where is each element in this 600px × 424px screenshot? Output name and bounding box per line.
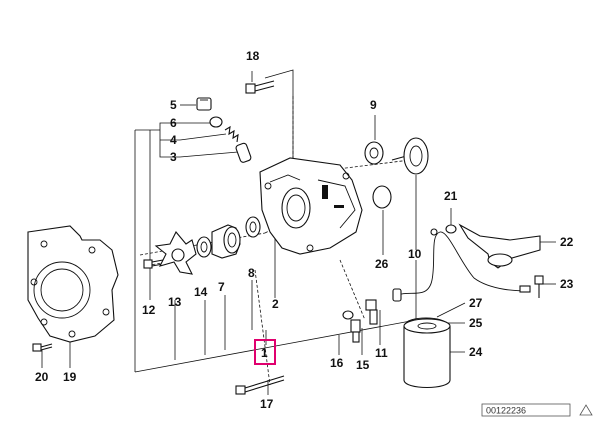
image-code-box	[481, 403, 571, 417]
part-11-plug	[365, 299, 378, 325]
callout-27[interactable]: 27	[469, 296, 483, 310]
part-3-piston	[235, 142, 252, 163]
callout-17[interactable]: 17	[260, 397, 274, 411]
callout-24[interactable]: 24	[469, 345, 483, 359]
callout-19[interactable]: 19	[63, 370, 77, 384]
callout-9[interactable]: 9	[370, 98, 377, 112]
callout-1[interactable]: 1	[261, 346, 268, 360]
part-18-bolt	[245, 80, 275, 94]
callout-21[interactable]: 21	[444, 189, 458, 203]
callout-3[interactable]: 3	[170, 150, 177, 164]
part-2-pump-housing	[259, 157, 363, 255]
callout-16[interactable]: 16	[330, 356, 344, 370]
part-24-oil-filter	[403, 318, 451, 388]
part-4-spring	[224, 125, 239, 143]
callout-1-highlighted[interactable]: 1	[254, 339, 276, 365]
part-20-bolt	[32, 343, 53, 352]
callout-22[interactable]: 22	[560, 235, 574, 249]
callout-15[interactable]: 15	[356, 358, 370, 372]
part-16-seal	[342, 310, 354, 320]
callout-20[interactable]: 20	[35, 370, 49, 384]
callout-25[interactable]: 25	[469, 316, 483, 330]
callout-23[interactable]: 23	[560, 277, 574, 291]
part-14-ring	[196, 236, 212, 258]
callout-18[interactable]: 18	[246, 49, 260, 63]
callout-7[interactable]: 7	[218, 280, 225, 294]
callout-26[interactable]: 26	[375, 257, 389, 271]
callout-8[interactable]: 8	[248, 266, 255, 280]
callout-12[interactable]: 12	[142, 303, 156, 317]
callout-2[interactable]: 2	[272, 297, 279, 311]
callout-1-highlight-box	[254, 339, 276, 365]
part-12-bolt	[143, 259, 164, 269]
warning-triangle-icon	[579, 404, 593, 416]
callout-5[interactable]: 5	[170, 98, 177, 112]
part-8-seal	[245, 216, 261, 238]
callout-14[interactable]: 14	[194, 285, 208, 299]
part-9-gear	[364, 141, 384, 165]
part-15-valve	[350, 319, 361, 343]
callout-11[interactable]: 11	[375, 346, 388, 360]
callout-4[interactable]: 4	[170, 133, 177, 147]
image-code-footer: 00122236	[481, 403, 593, 417]
callout-10[interactable]: 10	[408, 247, 422, 261]
part-27-sensor-wire	[392, 228, 531, 302]
part-13-rotor	[154, 231, 197, 275]
part-26-o-ring	[372, 185, 392, 209]
part-19-gasket	[27, 225, 119, 343]
part-22-bracket	[458, 223, 541, 269]
part-6-seal-ring	[209, 116, 223, 128]
part-7-rotor-housing	[211, 224, 241, 259]
image-code: 00122236	[486, 406, 526, 416]
part-17-bolt	[235, 375, 285, 395]
callout-6[interactable]: 6	[170, 116, 177, 130]
callouts: 18 5 6 4 3 9 21 22 10 26 23 27 25 24 8 7…	[35, 49, 574, 411]
part-10-gear-shaft	[391, 137, 429, 175]
part-21-washer	[445, 224, 457, 234]
callout-13[interactable]: 13	[168, 295, 182, 309]
part-23-bolt	[534, 275, 544, 298]
part-5-plug	[196, 97, 212, 111]
